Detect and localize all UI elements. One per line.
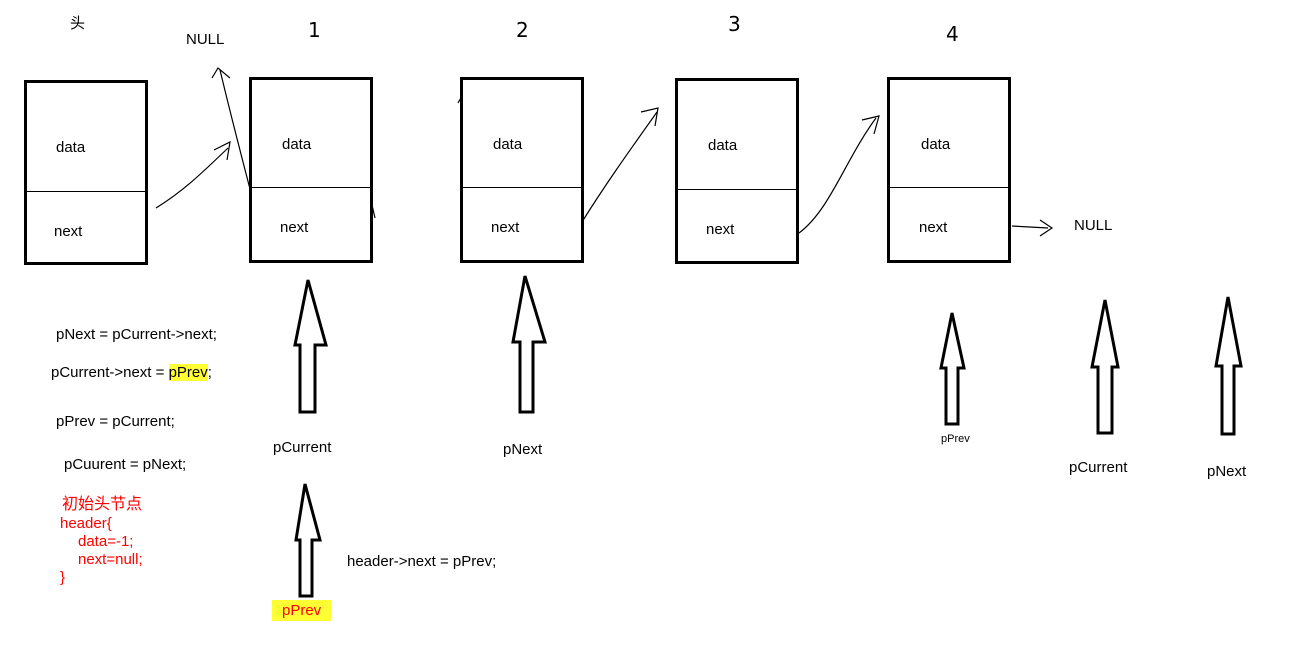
label-pcurrent-2: pCurrent: [1069, 459, 1128, 476]
null-top-label: NULL: [186, 31, 225, 48]
init-close: }: [60, 569, 66, 586]
code-line-pnext: pNext = pCurrent->next;: [56, 326, 217, 343]
link-node4-to-null: [1011, 225, 1049, 229]
arrow-pnext-2: [1214, 296, 1243, 436]
node-3: data next: [675, 78, 799, 264]
node-4: data next: [887, 77, 1011, 263]
node-divider: [890, 187, 1008, 188]
highlight-pprev: pPrev: [168, 364, 208, 381]
code-line-suffix: ;: [207, 364, 212, 381]
node-divider: [252, 187, 370, 188]
link-node2-to-node3-arrowhead: [640, 107, 659, 127]
node-number-4: 4: [946, 22, 959, 46]
label-pprev-2: pPrev: [941, 433, 970, 445]
node-divider: [463, 187, 581, 188]
node-data-label: data: [493, 136, 523, 153]
head-label: 头: [70, 15, 86, 32]
node-next-label: next: [491, 219, 520, 236]
node-data-label: data: [708, 137, 738, 154]
link-head-to-node1: [155, 147, 229, 209]
node-divider: [678, 189, 796, 190]
link-node1-to-null-arrowhead: [211, 67, 231, 79]
node-divider: [27, 191, 145, 192]
node-number-2: 2: [516, 18, 529, 42]
init-data-line: data=-1;: [78, 533, 134, 550]
label-pcurrent-1: pCurrent: [273, 439, 332, 456]
init-open: header{: [60, 515, 112, 532]
node-next-label: next: [54, 223, 83, 240]
node-2: data next: [460, 77, 584, 263]
arrow-pnext-1: [511, 275, 548, 414]
code-line-prefix: pCurrent->next =: [51, 364, 169, 381]
node-1: data next: [249, 77, 373, 263]
label-pnext-2: pNext: [1207, 463, 1247, 480]
link-node3-to-node4: [798, 117, 877, 234]
arrow-pcurrent-1: [293, 279, 328, 414]
label-pprev-1: pPrev: [272, 600, 332, 621]
init-next-line: next=null;: [78, 551, 143, 568]
link-head-to-node1-arrowhead: [213, 140, 231, 161]
node-data-label: data: [921, 136, 951, 153]
link-node3-to-node4-arrowhead: [861, 115, 880, 135]
link-node2-to-node3: [581, 111, 658, 223]
node-next-label: next: [280, 219, 309, 236]
init-title: 初始头节点: [62, 494, 143, 513]
arrow-pcurrent-2: [1090, 299, 1120, 435]
arrow-pprev-1: [294, 483, 322, 598]
code-line-pprev: pPrev = pCurrent;: [56, 413, 175, 430]
node-next-label: next: [706, 221, 735, 238]
null-right-label: NULL: [1074, 217, 1113, 234]
code-line-pcurrent-next: pCurrent->next = pPrev;: [51, 364, 212, 381]
code-line-header-next: header->next = pPrev;: [347, 553, 497, 570]
node-data-label: data: [56, 139, 86, 156]
node-number-3: 3: [728, 12, 741, 36]
node-next-label: next: [919, 219, 948, 236]
node-data-label: data: [282, 136, 312, 153]
link-node4-to-null-arrowhead: [1039, 219, 1054, 237]
code-line-pcuurent: pCuurent = pNext;: [64, 456, 187, 473]
label-pnext-1: pNext: [503, 441, 543, 458]
node-head: data next: [24, 80, 148, 265]
arrow-pprev-2: [939, 312, 966, 426]
node-number-1: 1: [308, 18, 321, 42]
